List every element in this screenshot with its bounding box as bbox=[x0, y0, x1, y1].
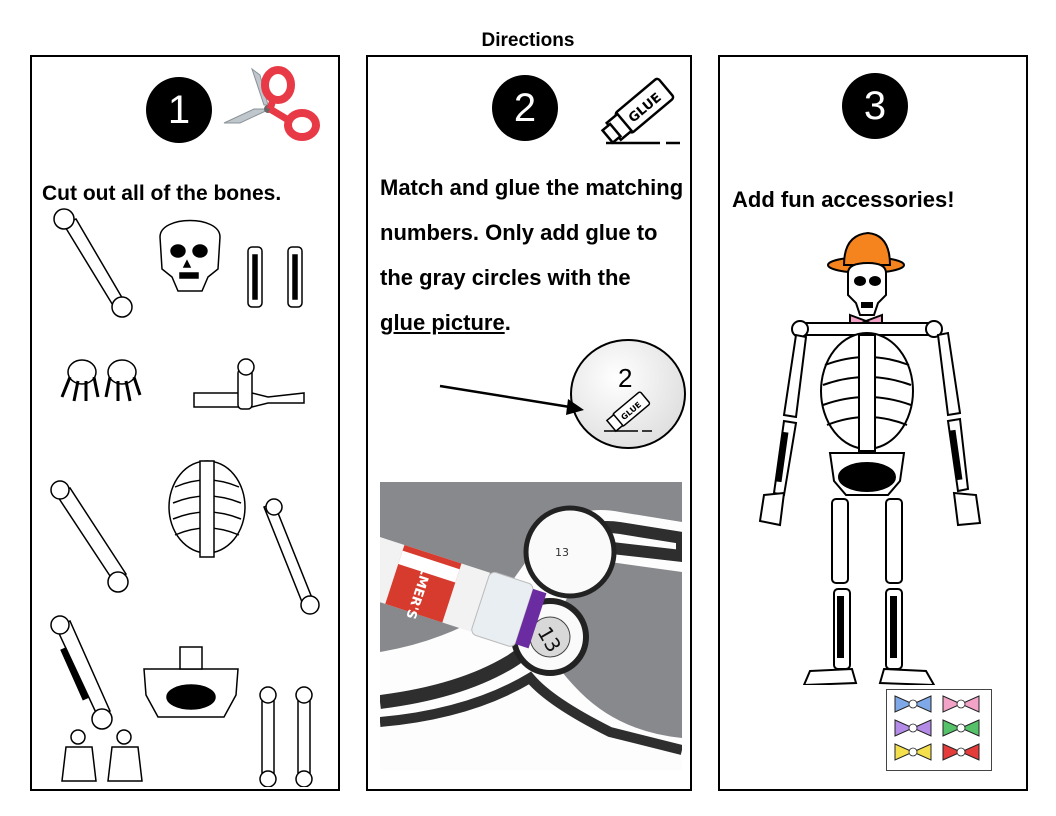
svg-text:13: 13 bbox=[555, 546, 569, 559]
bowtie-accessories bbox=[886, 689, 992, 771]
step-2-number: 2 bbox=[492, 75, 558, 141]
step-1-number: 1 bbox=[146, 77, 212, 143]
pelvis-cutout bbox=[143, 646, 239, 718]
page-title: Directions bbox=[481, 30, 575, 51]
glue-example-photo: 13 13 ELMER'S bbox=[380, 482, 682, 770]
glue-spot-callout: 2 GLUE bbox=[570, 339, 686, 449]
step-2-text-main: Match and glue the matching numbers. Onl… bbox=[380, 175, 684, 290]
glue-picture-link: glue picture bbox=[380, 310, 505, 335]
bowtie-sheet bbox=[894, 695, 980, 761]
callout-number: 2 bbox=[618, 363, 633, 393]
step-3-text: Add fun accessories! bbox=[732, 187, 955, 212]
arm-bone bbox=[53, 208, 133, 318]
step-1-panel: 1 Cut out all of the bones. bbox=[30, 55, 340, 791]
scissors-icon bbox=[223, 66, 320, 141]
assembled-skeleton-image bbox=[758, 231, 982, 685]
step-1-text: Cut out all of the bones. bbox=[42, 182, 282, 205]
arrow-icon bbox=[439, 384, 584, 415]
feet-cutouts bbox=[61, 729, 143, 782]
ribcage-cutout bbox=[168, 460, 246, 558]
step-2-text-end: . bbox=[504, 310, 511, 335]
step-2-panel: 2 GLUE Match and glue the matching numbe… bbox=[366, 55, 692, 791]
glue-example-illustration: 13 13 ELMER'S bbox=[380, 482, 682, 770]
callout-glue-icon: GLUE bbox=[604, 391, 652, 433]
glue-stick-icon: GLUE bbox=[600, 77, 680, 145]
hand-cutouts bbox=[60, 359, 142, 402]
step-3-number: 3 bbox=[842, 73, 908, 139]
skull-cutout bbox=[159, 219, 221, 292]
bone-cutouts-sheet bbox=[50, 208, 320, 787]
step-3-panel: 3 Add fun accessories! bbox=[718, 55, 1028, 791]
step-2-text: Match and glue the matching numbers. Onl… bbox=[380, 165, 690, 345]
